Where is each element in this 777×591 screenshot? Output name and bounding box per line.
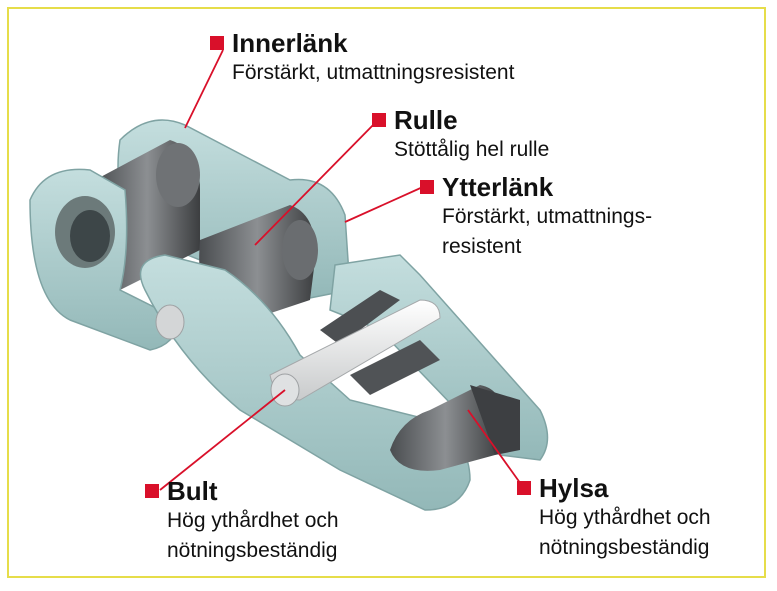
callout-title: Innerlänk xyxy=(232,28,348,58)
red-square-marker xyxy=(145,484,159,498)
callout-title: Hylsa xyxy=(539,473,609,503)
callout-hylsa: Hylsa Hög ythårdhet och nötningsbeständi… xyxy=(517,473,711,563)
callout-title: Ytterlänk xyxy=(442,172,554,202)
callout-description: resistent xyxy=(442,235,522,258)
callout-description: Stöttålig hel rulle xyxy=(394,138,550,161)
callout-description: Förstärkt, utmattningsresistent xyxy=(232,61,515,84)
leader-line-bult xyxy=(159,389,286,491)
leader-lines xyxy=(159,49,524,491)
red-square-marker xyxy=(517,481,531,495)
callout-description: nötningsbeständig xyxy=(167,539,338,562)
leader-line-hylsa xyxy=(467,409,524,488)
callout-innerlank: Innerlänk Förstärkt, utmattningsresisten… xyxy=(210,28,514,88)
leader-line-innerlank xyxy=(184,49,224,129)
red-square-marker xyxy=(210,36,224,50)
callout-rulle: Rulle Stöttålig hel rulle xyxy=(372,105,549,165)
callout-title: Bult xyxy=(167,476,218,506)
callout-description: Förstärkt, utmattnings- xyxy=(442,205,653,228)
leader-line-rulle xyxy=(254,119,379,246)
callout-title: Rulle xyxy=(394,105,458,135)
leader-line-ytterlank xyxy=(344,185,426,223)
diagram-frame xyxy=(7,7,766,578)
callout-description: Hög ythårdhet och xyxy=(539,506,711,529)
callout-bult: Bult Hög ythårdhet och nötningsbeständig xyxy=(145,476,339,566)
red-square-marker xyxy=(372,113,386,127)
callout-description: Hög ythårdhet och xyxy=(167,509,339,532)
bushing xyxy=(320,290,520,471)
callout-description: nötningsbeständig xyxy=(539,536,710,559)
callout-ytterlank: Ytterlänk Förstärkt, utmattnings- resist… xyxy=(420,172,652,262)
red-square-marker xyxy=(420,180,434,194)
